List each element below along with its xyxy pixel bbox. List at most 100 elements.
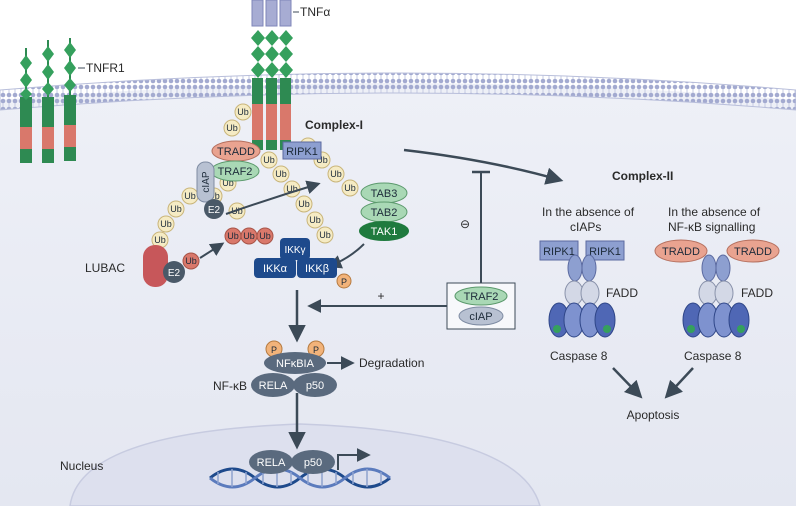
lubac-e2-shape [163,261,185,283]
nfkbia-phospho-left-label: P [271,345,277,355]
linear-ub-label: Ub [243,231,255,241]
absence-nfkb-line1: In the absence of [668,205,761,219]
absence-ciaps-line1: In the absence of [542,205,635,219]
apoptosis-arrow-right [664,367,694,399]
p50-label: p50 [306,380,324,392]
ripk1-left-shape [539,240,579,261]
box-traf2-label: TRAF2 [464,291,499,303]
lubac-label: LUBAC [85,261,125,275]
ciap-label: cIAP [201,171,212,192]
nuclear-rela-label: RELA [257,457,286,469]
apoptosis-label: Apoptosis [627,408,680,422]
ub-label: Ub [170,204,182,214]
linear-ub-label: Ub [259,231,271,241]
fadd-caspase-complex-left [548,254,616,338]
activation-sign: + [377,289,384,303]
ikkb-label: IKKβ [305,263,329,275]
nfkbia-phospho-right-label: P [313,345,319,355]
fadd-right-label: FADD [741,286,773,300]
lubac-ub-shape [182,252,200,270]
ripk1-right-label: RIPK1 [589,246,621,258]
nfkbia-shape [264,352,326,374]
ikkb-phospho-label: P [341,277,347,287]
linear-ub-label: Ub [227,231,239,241]
traf2-label: TRAF2 [218,166,253,178]
ub-label: Ub [330,169,342,179]
tradd-left-shape [654,239,708,263]
ikka-shape [254,258,296,278]
nuclear-p50-shape [291,450,335,474]
tradd-right-label: TRADD [734,246,772,258]
tak1-label: TAK1 [371,226,398,238]
fadd-left-label: FADD [606,286,638,300]
lubac-ub-label: Ub [185,256,197,266]
box-ciap-shape [458,306,504,326]
cell-membrane [0,72,796,111]
ikkb-shape [297,258,337,278]
tnfr1-label: TNFR1 [86,61,125,75]
ub-label: Ub [263,155,275,165]
ripk1-label: RIPK1 [286,146,318,158]
tab3-label: TAB3 [371,188,398,200]
box-traf2-shape [454,286,508,306]
caspase8-left-label: Caspase 8 [550,349,608,363]
ub-label: Ub [184,191,196,201]
nuclear-p50-label: p50 [304,457,322,469]
p50-shape [293,373,337,397]
e2-label: E2 [208,205,221,216]
nfkbia-label: NFκBIA [276,358,315,370]
ikkg-label: IKKγ [284,245,305,256]
caspase8-right-label: Caspase 8 [684,349,742,363]
ub-label: Ub [316,155,328,165]
tnfr1-trimer-bound [251,30,293,150]
ripk1-left-label: RIPK1 [543,246,575,258]
box-ciap-label: cIAP [469,311,492,323]
tradd-left-label: TRADD [662,246,700,258]
nuclear-rela-shape [249,450,293,474]
ripk1-shape [282,141,322,160]
tnfa-label: TNFα [300,5,330,19]
ripk1-right-shape [585,240,625,261]
ub-label: Ub [237,107,249,117]
ub-label: Ub [226,123,238,133]
absence-ciaps-line2: cIAPs [570,220,601,234]
tnf-alpha-trimer [251,0,292,27]
tnfr1-receptors [20,38,76,163]
tak1-shape [359,221,409,241]
complex1-to-complex2-arrow [403,148,564,185]
transcription-arrow [337,448,371,470]
ciap-shape [196,161,215,203]
degradation-label: Degradation [359,356,424,370]
rela-label: RELA [259,380,288,392]
nfkb-label: NF-κB [213,379,247,393]
lubac-arrow [199,242,225,259]
apoptosis-arrow-left [612,367,643,399]
lubac-shape [143,245,168,287]
inhibition-sign: ⊖ [460,217,470,231]
lubac-e2-label: E2 [168,268,181,279]
complex-1-label: Complex-I [305,118,363,132]
rela-shape [251,373,295,397]
linear-ubiquitin [224,227,274,245]
ub-label: Ub [286,184,298,194]
ub-label: Ub [275,169,287,179]
ikka-label: IKKα [263,263,288,275]
tradd-right-shape [726,239,780,263]
ub-label: Ub [319,230,331,240]
ub-label: Ub [160,219,172,229]
fadd-caspase-complex-right [682,254,750,338]
ub-label: Ub [298,199,310,209]
ub-label: Ub [222,178,234,188]
ikkb-phospho-shape [336,273,352,289]
ub-label: Ub [344,183,356,193]
e2-to-ub-arrow [225,180,321,215]
ub-label: Ub [309,215,321,225]
tab2-label: TAB2 [371,207,398,219]
complex-2-label: Complex-II [612,169,673,183]
e2-shape [204,199,224,219]
ub-label: Ub [154,235,166,245]
ikkg-shape [280,238,310,260]
absence-nfkb-line2: NF-κB signalling [668,220,755,234]
